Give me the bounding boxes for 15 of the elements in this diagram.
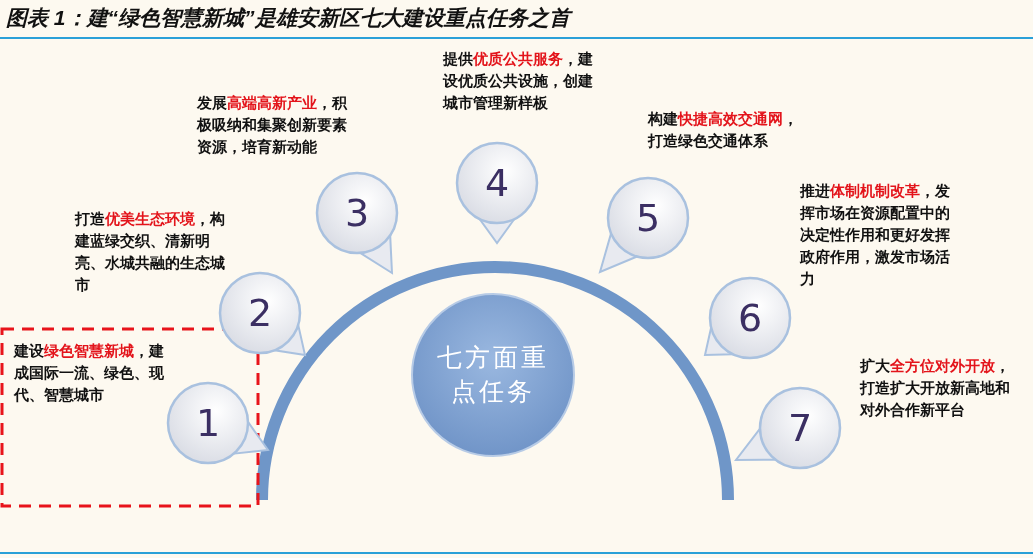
step-number: 2	[246, 294, 274, 332]
task-description: 推进体制机制改革，发挥市场在资源配置中的决定性作用和更好发挥政府作用，激发市场活力	[800, 182, 951, 289]
task-description: 扩大全方位对外开放，打造扩大开放新高地和对外合作新平台	[860, 357, 1011, 420]
step-number: 1	[194, 404, 222, 442]
step-number: 5	[634, 199, 662, 237]
step-number: 4	[483, 164, 511, 202]
task-description: 发展高端高新产业，积极吸纳和集聚创新要素资源，培育新动能	[197, 94, 348, 157]
task-description: 构建快捷高效交通网，打造绿色交通体系	[648, 110, 799, 151]
step-number: 3	[343, 194, 371, 232]
step-number: 7	[786, 409, 814, 447]
center-label: 七方面重点任务	[436, 343, 550, 407]
task-description: 打造优美生态环境，构建蓝绿交织、清新明亮、水城共融的生态城市	[75, 210, 226, 295]
task-description: 建设绿色智慧新城，建成国际一流、绿色、现代、智慧城市	[14, 342, 165, 405]
step-number: 6	[736, 299, 764, 337]
task-description: 提供优质公共服务，建设优质公共设施，创建城市管理新样板	[443, 50, 594, 113]
